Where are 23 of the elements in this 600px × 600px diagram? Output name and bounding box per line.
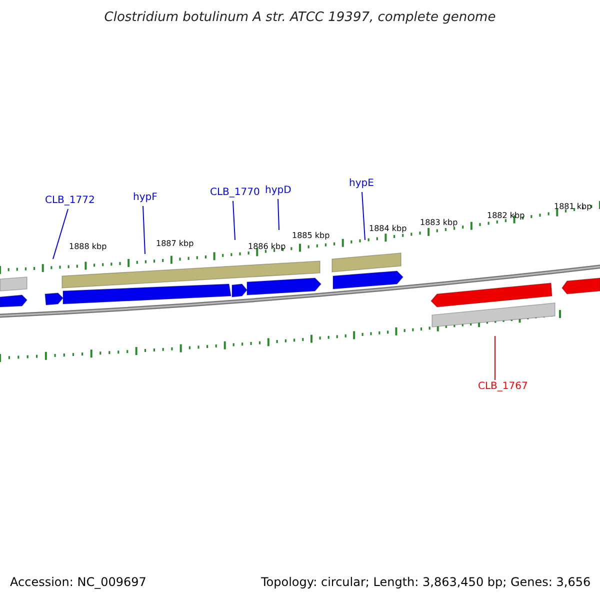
gene-label: hypE bbox=[349, 179, 374, 189]
gene-label: CLB_1772 bbox=[45, 196, 95, 206]
scale-label: 1888 kbp bbox=[69, 243, 107, 251]
leader-line bbox=[362, 192, 366, 240]
scale-label: 1881 kbp bbox=[554, 203, 592, 211]
leader-line bbox=[494, 336, 496, 380]
gene-label: hypF bbox=[133, 193, 158, 203]
gene-label: CLB_1767 bbox=[478, 382, 528, 392]
scale-label: 1887 kbp bbox=[156, 240, 194, 248]
gene-label: CLB_1770 bbox=[210, 188, 260, 198]
title: Clostridium botulinum A str. ATCC 19397, complete genome bbox=[103, 11, 497, 24]
leader-line bbox=[52, 208, 68, 260]
footer-text: Topology: circular; Length: 3,863,450 bp; Genes: 3,656 bbox=[261, 576, 591, 588]
footer-text: Accession: NC_009697 bbox=[10, 576, 146, 588]
scale-label: 1885 kbp bbox=[292, 232, 330, 240]
scale-label: 1884 kbp bbox=[369, 225, 407, 233]
scale-label: 1882 kbp bbox=[487, 212, 525, 220]
leader-line bbox=[278, 198, 280, 230]
scale-label: 1883 kbp bbox=[420, 219, 458, 227]
leader-line bbox=[232, 200, 236, 240]
gene-label: hypD bbox=[265, 186, 292, 196]
scale-label: 1886 kbp bbox=[248, 243, 286, 251]
leader-line bbox=[142, 206, 146, 254]
